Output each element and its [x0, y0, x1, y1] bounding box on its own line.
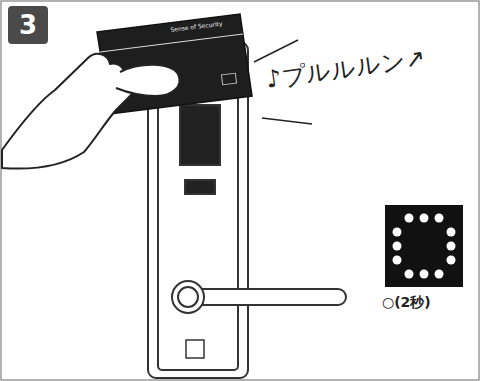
led-dot [405, 214, 414, 223]
step-badge: 3 [8, 6, 48, 44]
led-dot [393, 228, 402, 237]
led-dot [393, 242, 402, 251]
led-dot [435, 270, 444, 279]
step-number: 3 [19, 10, 37, 40]
hand [2, 54, 180, 169]
led-indicator [385, 205, 463, 287]
led-dot [447, 242, 456, 251]
indicator-caption: ○(2秒) [382, 294, 431, 312]
led-dot [447, 256, 456, 265]
led-dot [447, 228, 456, 237]
led-dot [393, 256, 402, 265]
sound-text: ♪プルルルン↗ [264, 42, 427, 96]
led-dot [405, 270, 414, 279]
led-dot [420, 270, 429, 279]
led-dot [435, 214, 444, 223]
led-dot [420, 214, 429, 223]
